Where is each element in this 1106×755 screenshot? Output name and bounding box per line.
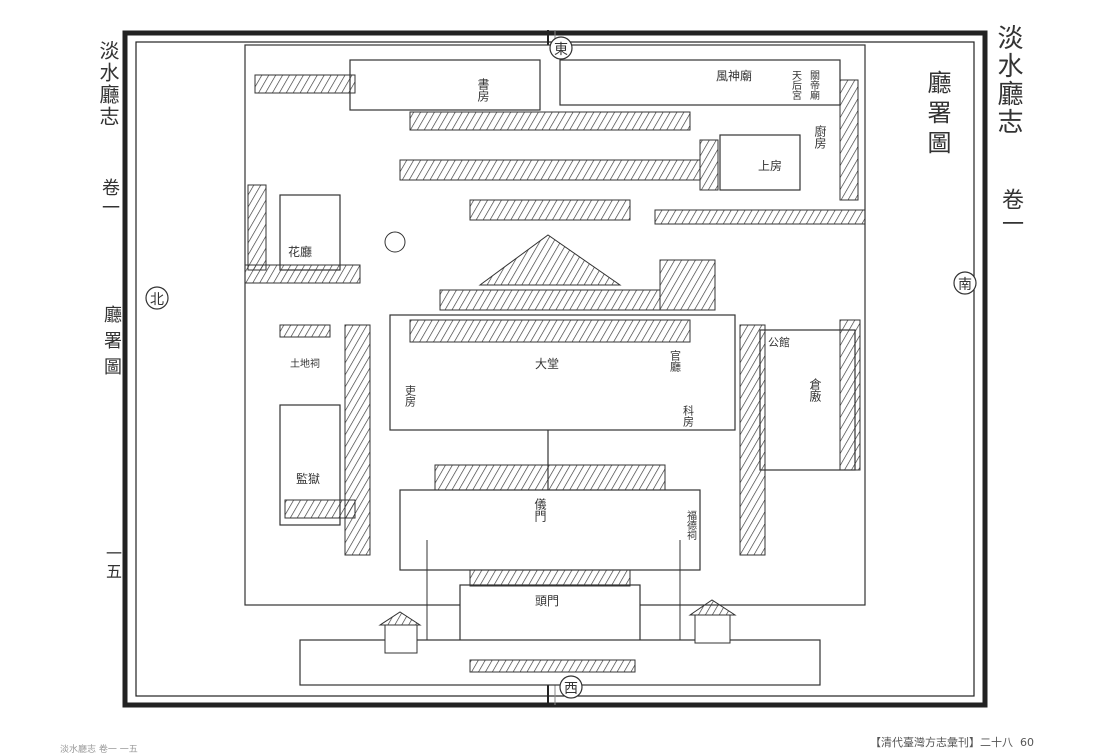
footer-page-number: 60 — [1020, 736, 1034, 749]
label-study: 書房 — [476, 78, 490, 102]
label-guest-house: 公館 — [768, 335, 790, 349]
compass-west-circle — [559, 675, 583, 699]
label-main-hall: 大堂 — [535, 357, 559, 371]
compass-markers — [145, 36, 977, 699]
label-granary: 倉廒 — [808, 377, 822, 403]
compass-north: 北 — [150, 292, 164, 308]
left-margin-section: 廳署圖 — [101, 305, 122, 383]
label-ceremonial-gate: 儀門 — [533, 498, 547, 522]
roofs — [244, 74, 866, 673]
compass-west: 西 — [564, 681, 578, 697]
left-margin-page-number: 一五 — [103, 545, 122, 581]
footer-left-note: 淡水廳志 卷一 一五 — [60, 745, 138, 755]
left-margin-book-title: 淡水廳志 — [96, 40, 120, 128]
label-main-gate: 頭門 — [535, 594, 559, 608]
footer-source: 【清代臺灣方志彙刊】二十八 60 — [870, 734, 1034, 750]
label-earth-shrine: 土地祠 — [290, 357, 320, 370]
plate-title: 廳署圖 — [923, 70, 951, 160]
left-margin-volume: 卷一 — [99, 178, 120, 218]
label-kitchen: 廚房 — [813, 124, 827, 149]
label-tianhou-temple: 天后宮 — [790, 70, 802, 101]
footer-source-title: 【清代臺灣方志彙刊】二十八 — [870, 736, 1013, 749]
compass-east-circle — [549, 36, 573, 60]
compass-east: 東 — [554, 42, 568, 58]
label-fude-shrine: 福德祠 — [685, 509, 697, 541]
label-feng-shen-temple: 風神廟 — [716, 68, 752, 83]
flagpoles-and-pavilions — [378, 231, 737, 654]
compass-north-circle — [145, 286, 169, 310]
label-clerk-room-right: 科房 — [682, 404, 695, 428]
right-margin-book-title: 淡水廳志 — [993, 24, 1023, 136]
label-prison: 監獄 — [296, 471, 320, 486]
compass-south: 南 — [958, 277, 972, 293]
compass-south-circle — [953, 271, 977, 295]
label-flower-hall: 花廳 — [288, 244, 312, 259]
label-official-hall: 官廳 — [669, 349, 682, 373]
label-guandi-temple: 關帝廟 — [808, 70, 820, 101]
label-clerk-room-left: 吏房 — [404, 385, 417, 408]
right-margin-volume: 卷一 — [998, 188, 1023, 236]
label-upper-room: 上房 — [758, 158, 782, 173]
